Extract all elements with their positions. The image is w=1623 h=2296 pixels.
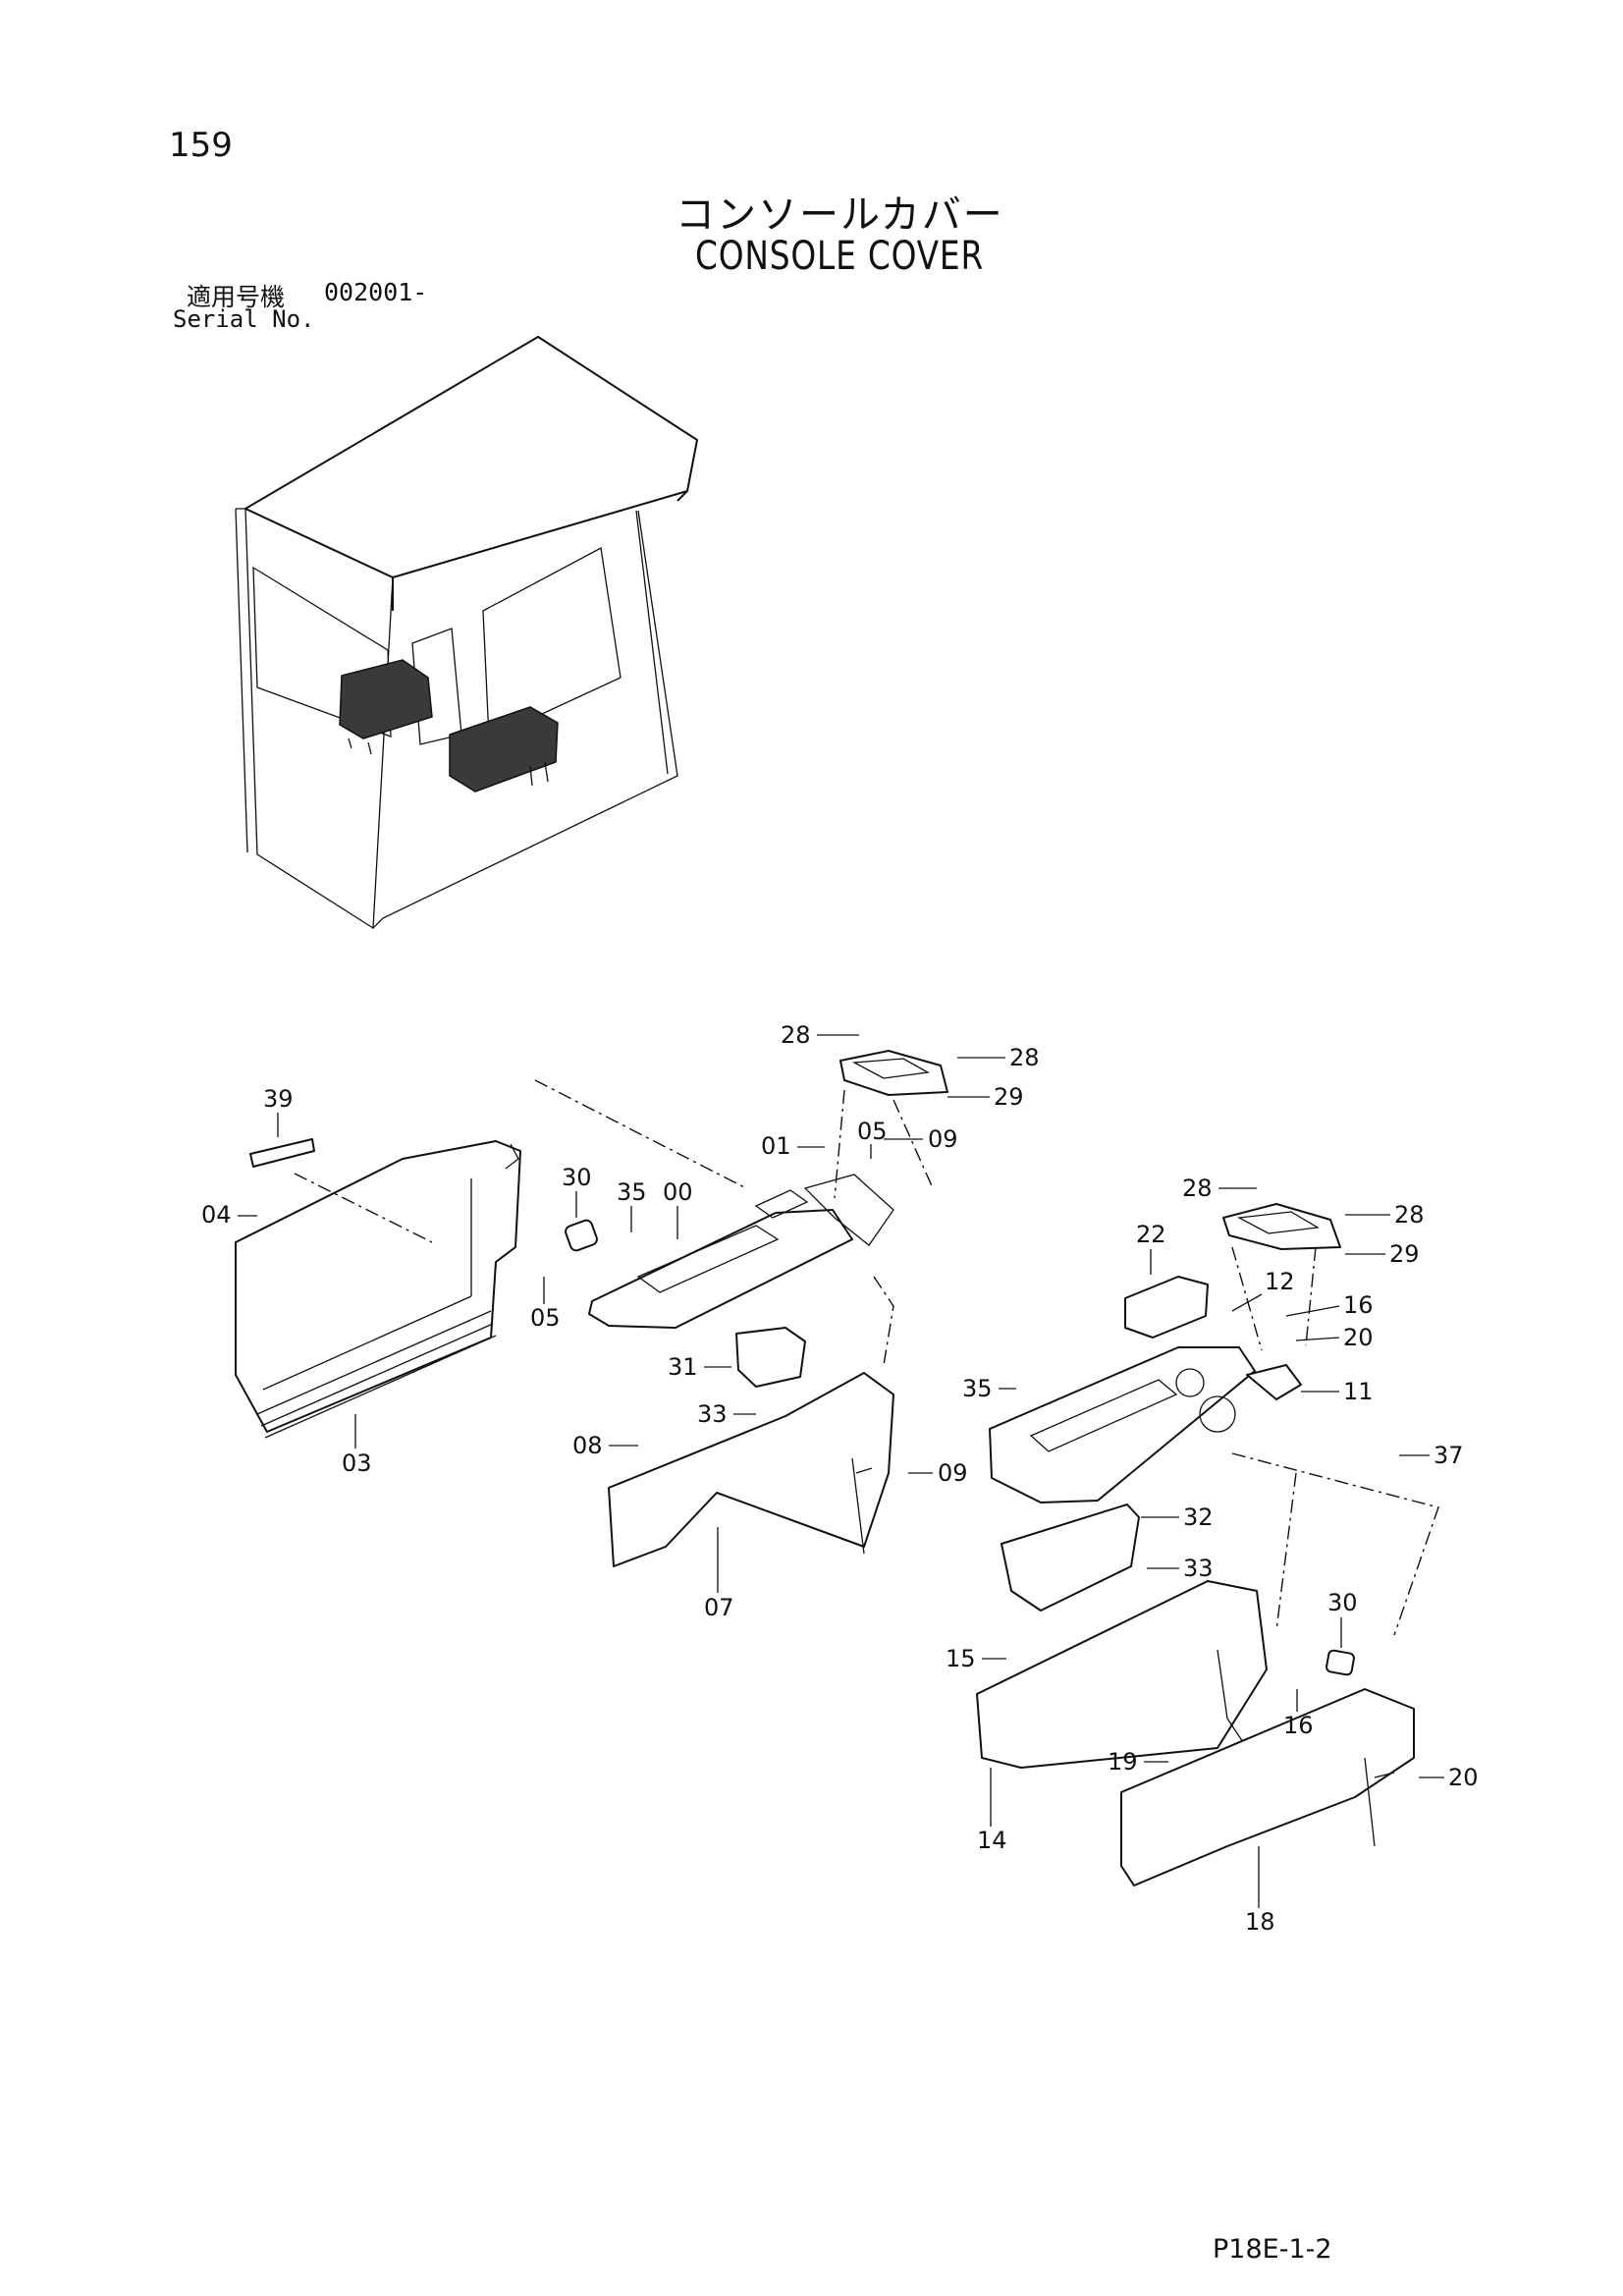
svg-text:30: 30	[1327, 1589, 1358, 1616]
serial-value: 002001-	[324, 278, 428, 306]
callout-04: 04	[201, 1201, 257, 1229]
title-japanese: コンソールカバー	[676, 192, 1004, 238]
svg-text:20: 20	[1448, 1764, 1479, 1791]
serial-label-english: Serial No.	[173, 305, 315, 333]
callout-05a: 05	[857, 1118, 888, 1159]
svg-text:22: 22	[1136, 1221, 1166, 1248]
svg-text:16: 16	[1283, 1712, 1314, 1739]
callout-03: 03	[342, 1414, 372, 1477]
callout-35a: 35	[617, 1178, 647, 1232]
callout-12: 12	[1231, 1268, 1295, 1312]
callout-28d: 28	[1345, 1201, 1425, 1229]
svg-text:15: 15	[946, 1645, 976, 1672]
callout-39: 39	[263, 1085, 294, 1137]
callout-18: 18	[1245, 1846, 1275, 1936]
svg-text:37: 37	[1434, 1442, 1464, 1469]
svg-text:01: 01	[761, 1132, 791, 1160]
svg-text:39: 39	[263, 1085, 294, 1113]
callout-28c: 28	[1182, 1175, 1257, 1202]
title-english: CONSOLE COVER	[695, 234, 985, 279]
cab-overview-illustration	[235, 336, 698, 930]
svg-text:08: 08	[572, 1432, 603, 1459]
svg-text:31: 31	[668, 1353, 698, 1381]
callout-22: 22	[1136, 1221, 1166, 1275]
callout-07: 07	[704, 1527, 734, 1621]
callout-16a: 16	[1285, 1291, 1374, 1319]
svg-text:33: 33	[697, 1400, 728, 1428]
svg-text:28: 28	[1182, 1175, 1213, 1202]
callout-33a: 33	[697, 1400, 756, 1428]
svg-text:04: 04	[201, 1201, 232, 1229]
left-console-assembly	[235, 1050, 948, 1567]
svg-text:35: 35	[617, 1178, 647, 1206]
callout-33b: 33	[1147, 1555, 1214, 1582]
svg-text:05: 05	[857, 1118, 888, 1145]
callout-15: 15	[946, 1645, 1006, 1672]
callout-05b: 05	[530, 1277, 561, 1332]
callout-29b: 29	[1345, 1240, 1420, 1268]
svg-text:14: 14	[977, 1827, 1007, 1854]
callout-28a: 28	[781, 1021, 859, 1049]
callout-31: 31	[668, 1353, 731, 1381]
svg-text:33: 33	[1183, 1555, 1214, 1582]
svg-text:07: 07	[704, 1594, 734, 1621]
serial-label-japanese: 適用号機	[187, 283, 286, 311]
callout-29a: 29	[947, 1083, 1024, 1111]
svg-text:20: 20	[1343, 1324, 1374, 1351]
svg-text:18: 18	[1245, 1908, 1275, 1936]
callout-14: 14	[977, 1768, 1007, 1854]
svg-text:28: 28	[1394, 1201, 1425, 1229]
svg-text:12: 12	[1265, 1268, 1295, 1295]
callout-19: 19	[1108, 1748, 1168, 1776]
svg-text:16: 16	[1343, 1291, 1374, 1319]
callout-28b: 28	[957, 1044, 1040, 1071]
svg-text:09: 09	[938, 1459, 968, 1487]
svg-text:00: 00	[663, 1178, 693, 1206]
callout-35b: 35	[962, 1375, 1016, 1402]
right-console-assembly	[976, 1203, 1439, 1886]
callout-09a: 09	[884, 1125, 958, 1153]
svg-text:35: 35	[962, 1375, 993, 1402]
svg-text:30: 30	[562, 1164, 592, 1191]
callout-11: 11	[1301, 1378, 1374, 1405]
callout-30b: 30	[1327, 1589, 1358, 1648]
callout-08: 08	[572, 1432, 638, 1459]
callout-30a: 30	[562, 1164, 592, 1218]
callout-16b: 16	[1283, 1689, 1314, 1739]
callout-01: 01	[761, 1132, 825, 1160]
svg-text:11: 11	[1343, 1378, 1374, 1405]
svg-text:05: 05	[530, 1304, 561, 1332]
svg-text:28: 28	[781, 1021, 811, 1049]
svg-text:09: 09	[928, 1125, 958, 1153]
svg-text:32: 32	[1183, 1503, 1214, 1531]
callout-20b: 20	[1419, 1764, 1479, 1791]
page-code: P18E-1-2	[1213, 2234, 1332, 2265]
callout-09b: 09	[908, 1459, 968, 1487]
callout-32: 32	[1141, 1503, 1214, 1531]
svg-text:19: 19	[1108, 1748, 1138, 1776]
page-number: 159	[169, 126, 233, 165]
callout-20a: 20	[1295, 1324, 1374, 1351]
callout-37: 37	[1399, 1442, 1464, 1469]
part-callouts: 28 28 29 39 01 05 09 04 30 35 00 05 31 3…	[201, 1021, 1479, 1936]
svg-text:28: 28	[1009, 1044, 1040, 1071]
svg-text:03: 03	[342, 1449, 372, 1477]
svg-text:29: 29	[1389, 1240, 1420, 1268]
callout-00: 00	[663, 1178, 693, 1239]
svg-text:29: 29	[994, 1083, 1024, 1111]
